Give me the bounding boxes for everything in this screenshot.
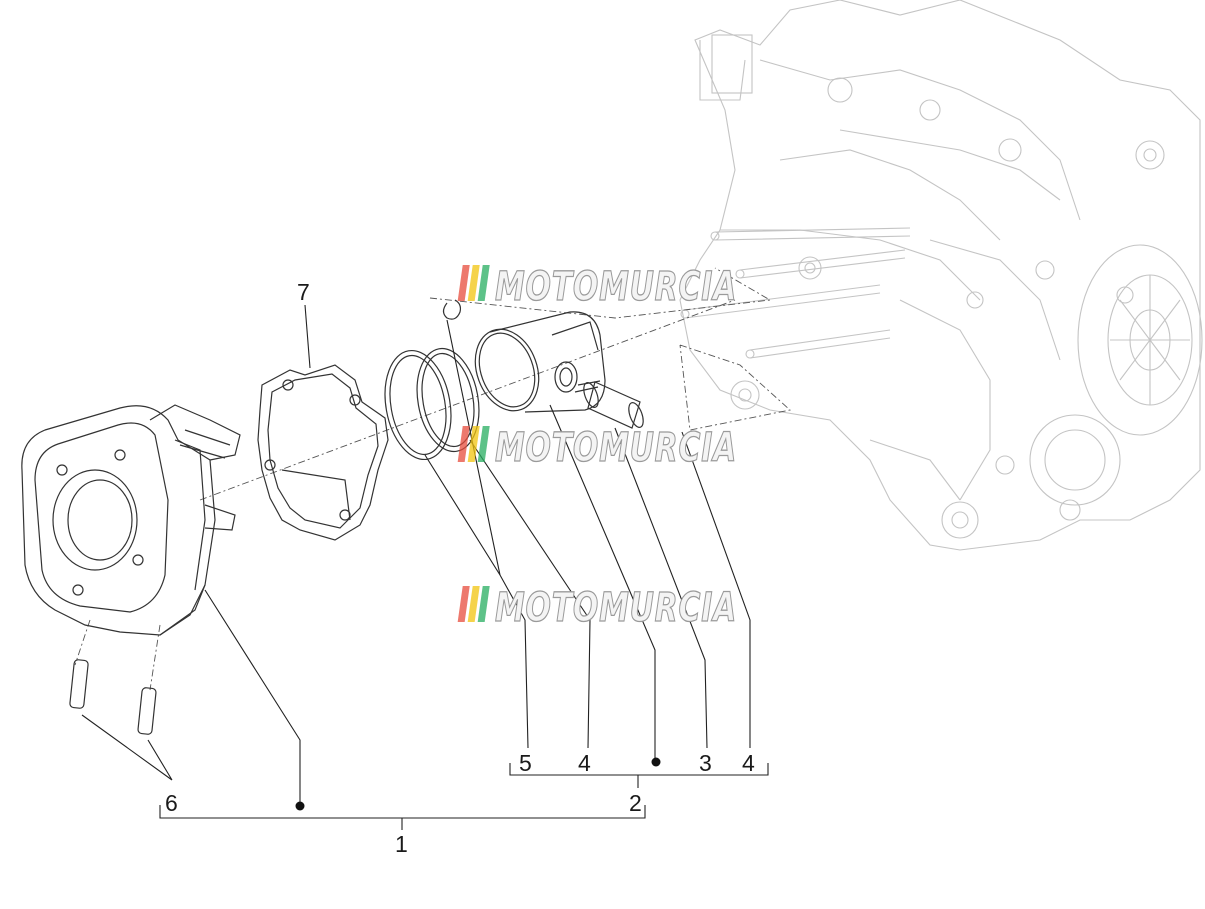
watermark-stripe-green [477,426,490,462]
watermark-text: MOTOMURCIA [495,585,737,631]
callout-3: 3 [699,750,712,776]
piston-rings-drawing [384,347,480,461]
watermark-stripe-yellow [467,426,480,462]
watermark-top: MOTOMURCIA [457,263,737,311]
dowel-pins-drawing [69,659,157,735]
callout-2: 2 [629,790,642,816]
circlip-drawing [442,299,462,320]
callout-7: 7 [297,279,310,305]
watermark-stripe-green [477,265,490,301]
assembly-axis-lines [74,267,791,691]
watermark-text: MOTOMURCIA [495,264,737,310]
callout-6: 6 [165,790,178,816]
callout-dot-piston [651,757,661,767]
watermark-stripe-red [457,265,470,301]
watermark-stripe-yellow [467,586,480,622]
callout-4-left: 4 [578,750,591,776]
piston-drawing [474,311,606,413]
watermark-text: MOTOMURCIA [495,425,737,471]
watermark-stripe-red [457,586,470,622]
watermark-stripe-green [477,586,490,622]
callout-5: 5 [519,750,532,776]
watermark-middle: MOTOMURCIA [457,424,737,472]
piston-pin-drawing [583,381,644,429]
callout-1: 1 [395,831,408,857]
watermark-stripe-red [457,426,470,462]
leader-lines [81,304,769,830]
head-gasket-drawing [257,364,389,541]
cylinder-drawing [21,404,241,636]
callout-4-right: 4 [742,750,755,776]
watermark-stripe-yellow [467,265,480,301]
callout-dot-cylinder [295,801,305,811]
engine-crankcase-drawing [679,0,1203,551]
watermark-bottom: MOTOMURCIA [457,584,737,632]
